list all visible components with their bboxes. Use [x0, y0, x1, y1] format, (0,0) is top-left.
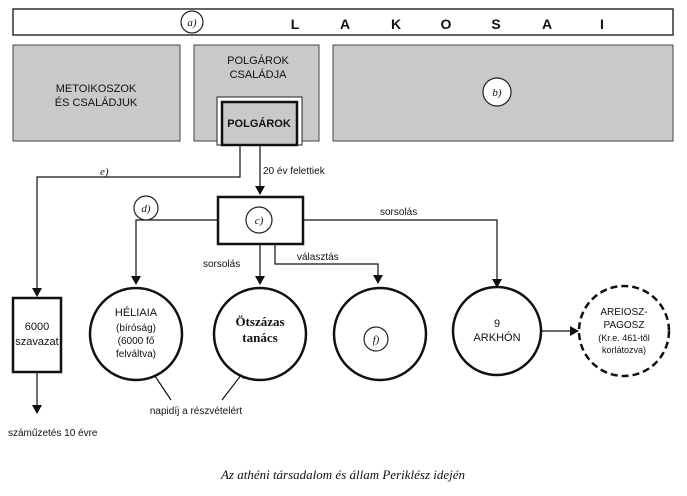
- areopagus-label-3: (Kr.e. 461-től: [598, 333, 650, 343]
- marker-e: e): [100, 166, 109, 178]
- marker-f: f): [373, 334, 380, 346]
- marker-a: a): [187, 17, 197, 29]
- metoikoi-label-1: METOIKOSZOK: [56, 83, 137, 95]
- population-bar: [12, 8, 674, 36]
- label-over-20: 20 év felettiek: [263, 166, 326, 177]
- pay-note: napidíj a részvételért: [150, 406, 242, 417]
- archons-label-2: ARKHÓN: [473, 331, 520, 344]
- letter-7: I: [600, 16, 604, 32]
- citizens-box: [220, 100, 299, 147]
- arrow-to-archons: [303, 219, 502, 288]
- connectors: [32, 145, 579, 414]
- heliaia-circle: [88, 286, 184, 382]
- areopagus-label-4: korlátozva): [602, 345, 646, 355]
- families-label-1: POLGÁROK: [227, 54, 289, 67]
- letter-3: K: [391, 16, 401, 32]
- label-election: választás: [297, 252, 339, 263]
- population-letters: L A K O S A I: [291, 16, 604, 32]
- letter-5: S: [491, 16, 500, 32]
- areopagus-label-2: PAGOSZ: [604, 320, 645, 331]
- letter-2: A: [340, 16, 350, 32]
- label-sortition-right: sorsolás: [380, 207, 417, 218]
- families-label-2: CSALÁDJA: [230, 68, 288, 81]
- archons-label-1: 9: [494, 318, 500, 330]
- arrow-to-vote: [32, 145, 241, 297]
- areopagus-label-1: AREIOSZ-: [600, 307, 647, 318]
- letter-1: L: [291, 16, 300, 32]
- archons-circle: [451, 285, 543, 377]
- vote-label-2: szavazat: [15, 336, 58, 348]
- arrow-to-heliaia: [131, 219, 218, 285]
- marker-c-circle: [245, 206, 273, 234]
- figure-caption: Az athéni társadalom és állam Periklész …: [220, 467, 465, 482]
- marker-d: d): [141, 203, 151, 215]
- marker-d-circle: [133, 195, 159, 221]
- council-label-1: Ötszázas: [235, 314, 284, 329]
- heliaia-label-2: (bíróság): [116, 323, 156, 334]
- heliaia-label-3: (6000 fő: [118, 336, 155, 347]
- council-label-2: tanács: [242, 330, 277, 345]
- citizens-label: POLGÁROK: [227, 117, 291, 130]
- areopagus-circle: [577, 284, 671, 378]
- marker-c: c): [255, 215, 264, 227]
- letter-4: O: [441, 16, 452, 32]
- letter-6: A: [542, 16, 552, 32]
- marker-b-circle: [482, 77, 512, 107]
- label-sortition-left: sorsolás: [203, 259, 240, 270]
- heliaia-label-1: HÉLIAIA: [115, 306, 158, 319]
- ostracism-note: száműzetés 10 évre: [8, 428, 98, 439]
- marker-f-circle: [363, 326, 389, 352]
- arrow-to-f: [274, 244, 383, 284]
- metoikoi-label-2: ÉS CSALÁDJUK: [55, 96, 138, 109]
- vote-box: [11, 296, 63, 374]
- heliaia-label-4: felváltva): [116, 349, 156, 360]
- vote-label-1: 6000: [25, 321, 49, 333]
- marker-a-circle: [180, 10, 204, 34]
- metoikoi-block: [12, 44, 181, 142]
- council-circle: [212, 286, 308, 382]
- marker-b: b): [492, 87, 502, 99]
